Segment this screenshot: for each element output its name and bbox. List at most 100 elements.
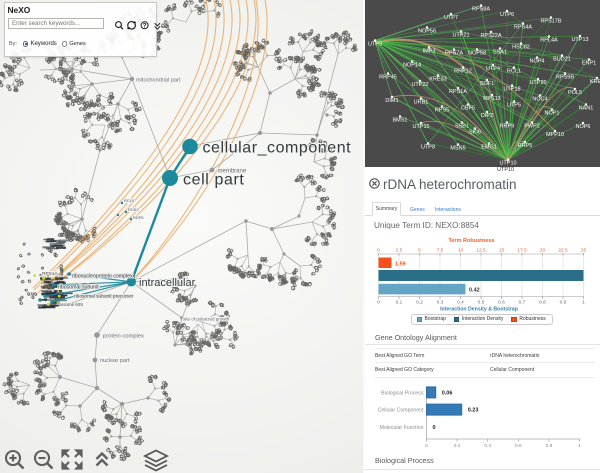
svg-text:cell part: cell part bbox=[183, 172, 244, 189]
svg-text:ribonucleoprotein complex: ribonucleoprotein complex bbox=[72, 274, 133, 280]
svg-text:NOC4: NOC4 bbox=[532, 97, 547, 103]
svg-text:RPS1A: RPS1A bbox=[42, 271, 59, 277]
svg-text:cellular_component: cellular_component bbox=[203, 139, 352, 156]
svg-text:RRP9: RRP9 bbox=[500, 124, 515, 130]
svg-text:UTP22: UTP22 bbox=[411, 82, 428, 88]
svg-text:0.4: 0.4 bbox=[484, 443, 491, 449]
svg-text:membrane: membrane bbox=[218, 168, 247, 174]
svg-text:0.23: 0.23 bbox=[468, 408, 479, 414]
svg-text:UTP6: UTP6 bbox=[500, 12, 514, 18]
svg-text:5: 5 bbox=[418, 248, 421, 254]
svg-text:RPS8A: RPS8A bbox=[472, 7, 490, 13]
svg-text:RPS5: RPS5 bbox=[435, 108, 449, 114]
svg-text:NOP14: NOP14 bbox=[403, 63, 421, 69]
svg-text:Interaction Density & Bootstra: Interaction Density & Bootstrap bbox=[440, 307, 518, 313]
svg-text:0: 0 bbox=[377, 300, 380, 306]
svg-text:RCL5: RCL5 bbox=[124, 198, 135, 203]
svg-text:POL5: POL5 bbox=[568, 90, 582, 96]
svg-text:RRP45: RRP45 bbox=[379, 75, 397, 81]
svg-text:7.5: 7.5 bbox=[437, 248, 444, 254]
svg-text:protein complex: protein complex bbox=[103, 334, 144, 340]
svg-text:RPS1A: RPS1A bbox=[449, 89, 467, 95]
svg-text:RPS13: RPS13 bbox=[483, 96, 500, 102]
svg-text:0: 0 bbox=[425, 443, 428, 449]
svg-text:0.1: 0.1 bbox=[396, 300, 403, 306]
svg-text:UTP4: UTP4 bbox=[486, 66, 500, 72]
svg-text:0: 0 bbox=[377, 248, 380, 254]
svg-text:0.8: 0.8 bbox=[546, 443, 553, 449]
svg-text:10: 10 bbox=[458, 248, 464, 254]
svg-text:IMP3: IMP3 bbox=[423, 49, 436, 55]
svg-text:0.2: 0.2 bbox=[454, 443, 461, 449]
svg-text:0.6: 0.6 bbox=[498, 300, 505, 306]
svg-text:BUD21: BUD21 bbox=[553, 57, 571, 63]
svg-text:MPP10: MPP10 bbox=[546, 132, 564, 138]
svg-text:NOP4: NOP4 bbox=[530, 59, 545, 65]
svg-text:ribosomal subunit: ribosomal subunit bbox=[58, 285, 99, 291]
svg-text:UTP21: UTP21 bbox=[452, 33, 469, 39]
svg-text:SKI6: SKI6 bbox=[469, 130, 481, 136]
svg-text:NOP56: NOP56 bbox=[418, 29, 436, 35]
svg-text:1.59: 1.59 bbox=[395, 262, 406, 268]
svg-text:BMS1: BMS1 bbox=[393, 118, 408, 124]
svg-text:EMG1: EMG1 bbox=[481, 145, 497, 151]
svg-text:0.06: 0.06 bbox=[442, 390, 453, 396]
svg-text:KRE33: KRE33 bbox=[429, 77, 446, 83]
svg-text:15: 15 bbox=[499, 248, 505, 254]
svg-text:25: 25 bbox=[581, 248, 587, 254]
svg-text:RPS17B: RPS17B bbox=[540, 19, 561, 25]
svg-text:0: 0 bbox=[433, 425, 436, 431]
svg-text:?: ? bbox=[143, 24, 147, 30]
svg-text:RPS22A: RPS22A bbox=[480, 33, 501, 39]
svg-text:RCL1: RCL1 bbox=[507, 69, 521, 75]
svg-text:DIM1: DIM1 bbox=[385, 98, 398, 104]
svg-text:RPS9B: RPS9B bbox=[556, 75, 574, 81]
svg-text:0.3: 0.3 bbox=[437, 300, 444, 306]
svg-text:0.2: 0.2 bbox=[416, 300, 423, 306]
svg-text:RCK2: RCK2 bbox=[128, 207, 139, 212]
svg-text:0.8: 0.8 bbox=[539, 300, 546, 306]
svg-text:0.5: 0.5 bbox=[478, 300, 485, 306]
svg-text:RDF5: RDF5 bbox=[133, 215, 144, 220]
svg-text:UTP5: UTP5 bbox=[507, 103, 521, 109]
svg-text:Term Robustness: Term Robustness bbox=[448, 238, 494, 244]
svg-text:SSA1: SSA1 bbox=[493, 50, 507, 56]
svg-text:HSC82: HSC82 bbox=[512, 45, 530, 51]
svg-text:0.42: 0.42 bbox=[469, 288, 480, 294]
svg-text:nuclear part: nuclear part bbox=[100, 358, 130, 364]
svg-text:UTP20: UTP20 bbox=[529, 80, 546, 86]
svg-text:RRP5: RRP5 bbox=[518, 143, 533, 149]
svg-text:NAN1: NAN1 bbox=[579, 106, 594, 112]
svg-text:UTP18: UTP18 bbox=[503, 87, 520, 93]
svg-text:CBF5: CBF5 bbox=[461, 106, 475, 112]
svg-text:20: 20 bbox=[540, 248, 546, 254]
svg-text:UTP10: UTP10 bbox=[499, 161, 516, 167]
svg-text:0.7: 0.7 bbox=[519, 300, 526, 306]
svg-text:UTP13: UTP13 bbox=[571, 37, 588, 43]
svg-text:intracellular: intracellular bbox=[139, 277, 196, 289]
svg-text:RRP12: RRP12 bbox=[454, 69, 472, 75]
svg-text:RPS4A: RPS4A bbox=[514, 25, 532, 31]
svg-text:1: 1 bbox=[582, 300, 585, 306]
svg-text:1: 1 bbox=[578, 443, 581, 449]
svg-text:NOP6: NOP6 bbox=[576, 124, 591, 130]
svg-text:KRE1: KRE1 bbox=[590, 79, 600, 85]
svg-text:PWP2: PWP2 bbox=[524, 124, 540, 130]
svg-text:ribosome 60S: ribosome 60S bbox=[56, 302, 83, 307]
svg-text:NOP1: NOP1 bbox=[545, 111, 560, 117]
svg-text:MSN5: MSN5 bbox=[450, 146, 465, 152]
svg-text:Biological Process: Biological Process bbox=[381, 390, 424, 396]
svg-text:22.5: 22.5 bbox=[558, 248, 568, 254]
svg-text:2.5: 2.5 bbox=[396, 248, 403, 254]
svg-text:0.4: 0.4 bbox=[457, 300, 464, 306]
svg-text:DIP2: DIP2 bbox=[481, 113, 493, 119]
svg-text:RPL4A: RPL4A bbox=[540, 38, 558, 44]
svg-text:0.9: 0.9 bbox=[560, 300, 567, 306]
svg-text:mitochondrial part: mitochondrial part bbox=[136, 78, 181, 84]
svg-text:ENP1: ENP1 bbox=[582, 61, 596, 67]
svg-text:UTP8: UTP8 bbox=[421, 145, 435, 151]
svg-text:NOP58: NOP58 bbox=[468, 51, 486, 57]
svg-text:RPS7A: RPS7A bbox=[445, 51, 463, 57]
svg-text:UTP9: UTP9 bbox=[368, 42, 382, 48]
svg-text:URB1: URB1 bbox=[414, 100, 429, 106]
